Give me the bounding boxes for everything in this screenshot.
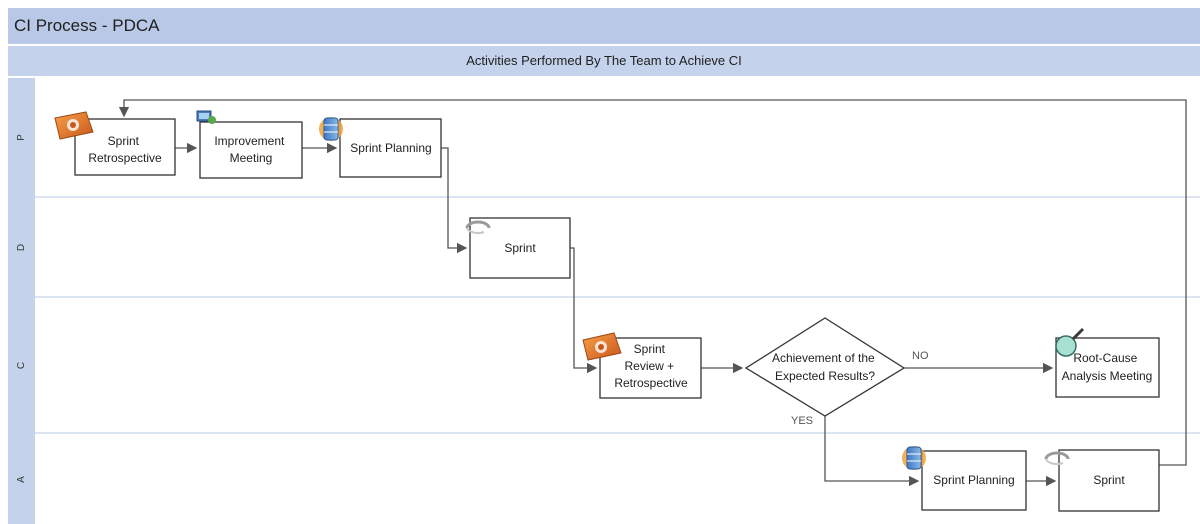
sprint-cycle-icon [465, 220, 491, 234]
node-sprint-d[interactable]: Sprint [469, 217, 571, 279]
node-decision-expected-results[interactable]: Achievement of the Expected Results? [744, 317, 906, 417]
node-improvement-meeting[interactable]: Improvement Meeting [199, 121, 303, 179]
magnifier-icon [1055, 327, 1085, 357]
node-sprint-planning-a[interactable]: Sprint Planning [921, 450, 1027, 511]
planning-database-icon [902, 446, 926, 470]
node-sprint-planning-p[interactable]: Sprint Planning [339, 118, 442, 178]
svg-text:Root-Cause Analysis Meet: Root-Cause Analysis Meeting [1062, 351, 1153, 383]
meeting-computer-icon [196, 110, 216, 124]
svg-text:Sprint: Sprint [504, 241, 536, 255]
svg-text:Sprint Planning: Sprint Planning [933, 473, 1014, 487]
svg-text:Sprint Retrospective: Sprint Retrospective [88, 134, 162, 165]
retrospective-gears-icon [54, 111, 94, 140]
connector-sprint-to-review [570, 247, 598, 374]
lane-header-strip [8, 78, 35, 524]
svg-text:Sprint Planning: Sprint Planning [350, 141, 431, 155]
node-sprint-a[interactable]: Sprint [1058, 449, 1160, 512]
decision-yes-label: YES [791, 415, 813, 427]
svg-text:Sprint Review + Re: Sprint Review + Retrospective [614, 342, 688, 390]
retrospective-gears-icon [582, 332, 622, 361]
connector-loop-back [118, 99, 1187, 466]
planning-database-icon [319, 117, 343, 141]
diagram-subtitle: Activities Performed By The Team to Achi… [8, 46, 1200, 76]
decision-no-label: NO [912, 350, 929, 362]
connector-decision-yes [824, 415, 920, 487]
svg-text:Achievement of the Expec: Achievement of the Expected Results? [772, 351, 878, 383]
page-title: CI Process - PDCA [8, 8, 1200, 44]
connector-planning-to-sprint [441, 147, 468, 254]
svg-text:Improvement Meeting: Improvement Meeting [214, 134, 287, 165]
sprint-cycle-icon [1044, 451, 1070, 465]
node-sprint-retrospective[interactable]: Sprint Retrospective [74, 118, 176, 176]
svg-text:Sprint: Sprint [1093, 473, 1125, 487]
lane-separators [35, 196, 1200, 434]
